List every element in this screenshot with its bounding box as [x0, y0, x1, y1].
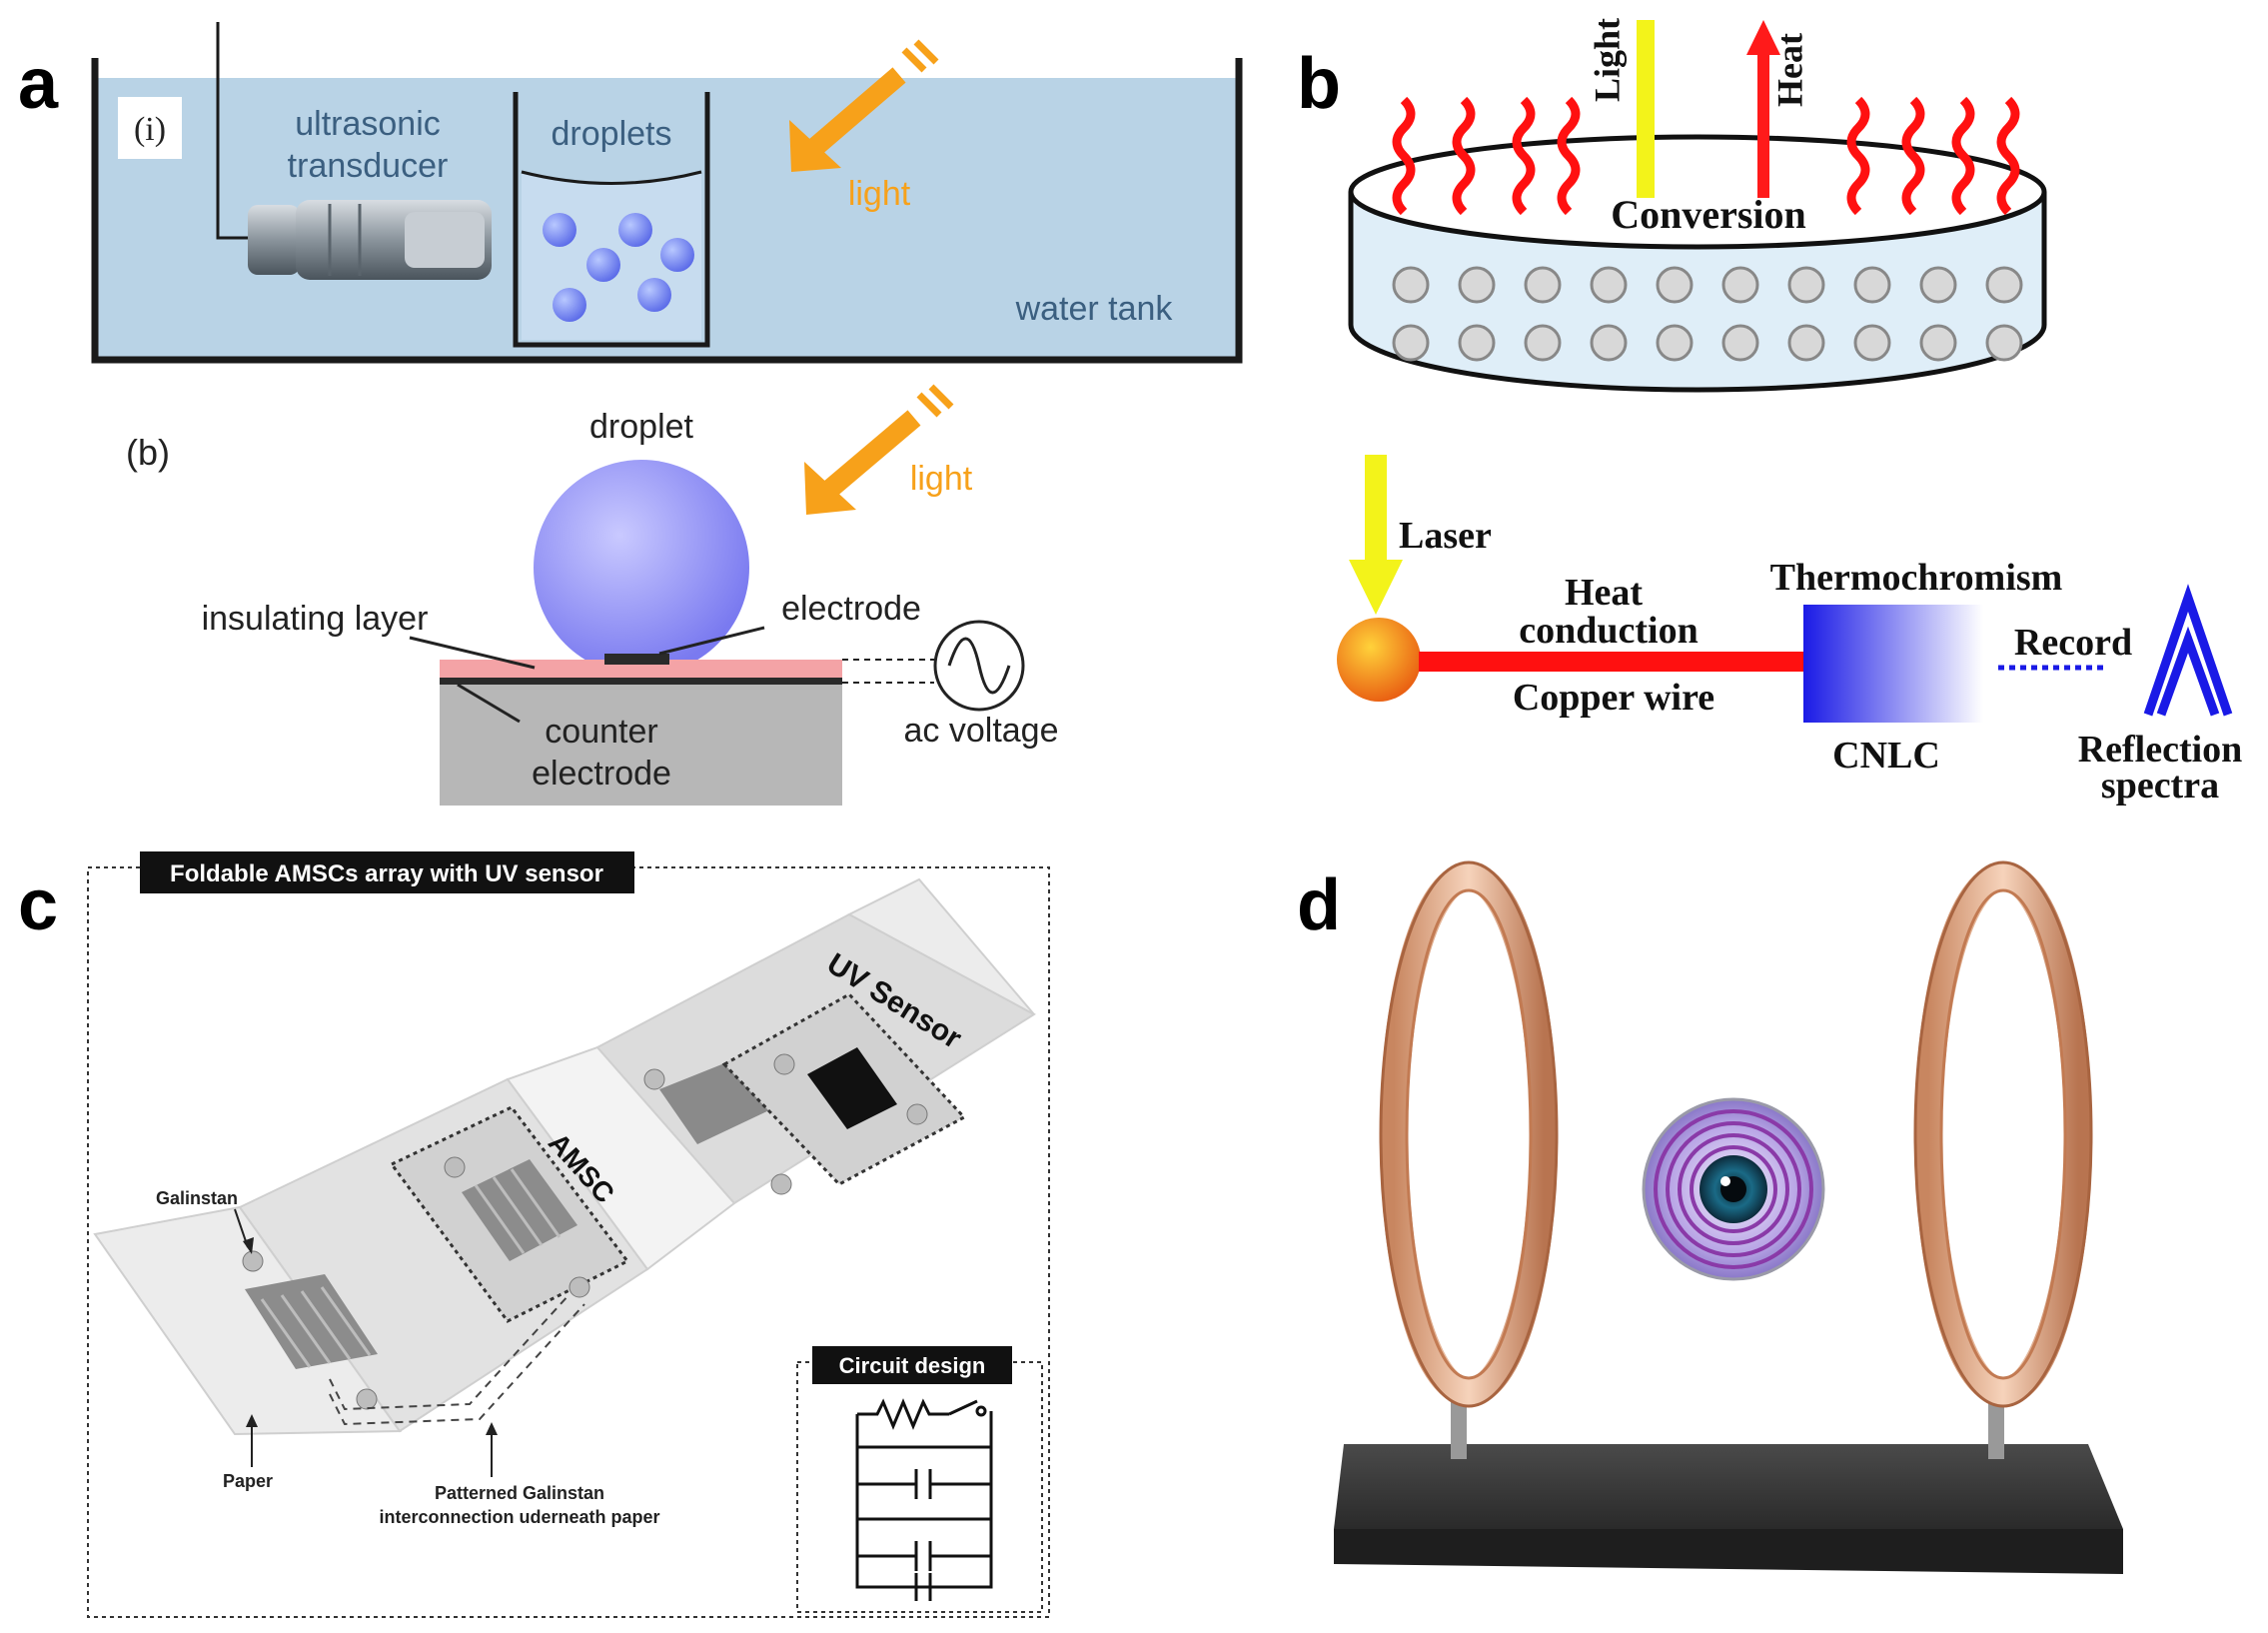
reflection-label-2: spectra [2101, 765, 2219, 807]
counter-electrode-label-2: electrode [532, 755, 671, 793]
galinstan-arrowhead [243, 1237, 254, 1254]
heat-arrow-shaft [1757, 50, 1769, 198]
panel-letter-c: c [18, 865, 58, 945]
insulating-layer-label: insulating layer [202, 600, 429, 638]
sine-wave-icon [947, 637, 1011, 695]
sub-label-box [118, 97, 182, 159]
paper-label: Paper [223, 1471, 273, 1491]
electrode-label: electrode [781, 590, 921, 628]
laser-arrow-head [1349, 560, 1403, 615]
amsc-first [242, 1250, 378, 1410]
coil-ring-right-icon [1913, 860, 2093, 1408]
laser-label: Laser [1399, 515, 1492, 557]
light-arrow-icon-2 [804, 384, 954, 515]
cnlc-block [1803, 605, 1983, 723]
droplet-label: droplet [589, 408, 694, 446]
heat-conduction-label-2: conduction [1519, 610, 1698, 652]
galinstan-label: Galinstan [156, 1188, 238, 1208]
counter-pointer [457, 683, 521, 724]
transducer-label-2: transducer [288, 147, 449, 185]
insulating-pointer [409, 636, 536, 670]
counter-electrode-layer [440, 678, 842, 685]
paper-arrowhead [246, 1414, 258, 1427]
transducer-cable [216, 22, 262, 240]
title-box [140, 851, 634, 893]
panel-letter-a: a [18, 44, 59, 124]
light-label-2: light [910, 460, 973, 498]
nanoparticles [1392, 266, 2023, 362]
circuit-frame [796, 1361, 1043, 1613]
thermochromism-label: Thermochromism [1770, 557, 2063, 599]
panel-a: a (i) ultrasonic transducer droplets [18, 22, 1243, 806]
mid-contact-2 [770, 1173, 792, 1195]
interconnect-label-2: interconnection uderneath paper [379, 1507, 659, 1527]
record-label: Record [2014, 622, 2132, 664]
ac-voltage-label: ac voltage [904, 712, 1059, 750]
circuit-schematic-icon [855, 1398, 993, 1601]
ultrasonic-transducer-icon [248, 200, 492, 280]
panel-c-title: Foldable AMSCs array with UV sensor [170, 860, 603, 887]
smart-contact-lens-icon [1642, 1097, 1825, 1281]
sub-label-b: (b) [126, 432, 170, 473]
heat-conduction-label-1: Heat [1565, 572, 1643, 614]
droplets-label: droplets [552, 115, 672, 153]
light-vertical-label: Light [1587, 18, 1627, 102]
panel-letter-d: d [1297, 865, 1341, 945]
substrate [440, 680, 842, 806]
panel-c: c Foldable AMSCs array with UV sensor [18, 851, 1050, 1618]
counter-electrode-label-1: counter [545, 713, 657, 751]
interconnect-label-1: Patterned Galinstan [435, 1483, 604, 1503]
water-tank-label: water tank [1015, 290, 1174, 328]
electrode-strip [604, 654, 669, 665]
insulating-layer [440, 660, 842, 678]
heated-ball [1337, 618, 1421, 702]
mid-contact-1 [643, 1068, 665, 1090]
laser-beam [1365, 455, 1387, 565]
galinstan-interconnect [329, 1293, 585, 1426]
panel-letter-b: b [1297, 44, 1341, 124]
heat-arrow-head [1746, 20, 1780, 55]
panel-b: b [1297, 18, 2242, 807]
light-beam [1637, 20, 1655, 198]
uv-sensor [721, 992, 967, 1186]
reflection-spectra-icon [2143, 584, 2233, 717]
transducer-label-1: ultrasonic [295, 105, 441, 143]
small-droplets [543, 213, 694, 322]
water-tank-wall [91, 58, 1243, 364]
copper-wire-label: Copper wire [1513, 677, 1714, 719]
interconnect-arrowhead [486, 1422, 498, 1435]
conversion-label: Conversion [1611, 192, 1806, 237]
heat-wave-icons [1392, 96, 2020, 216]
cnlc-label: CNLC [1832, 735, 1940, 777]
droplet-sphere [534, 460, 749, 676]
electrode-pointer [658, 626, 765, 656]
light-label: light [848, 175, 911, 213]
heat-vertical-label: Heat [1769, 33, 1809, 107]
base-platform [1334, 1444, 2123, 1574]
circuit-title-box [812, 1346, 1012, 1384]
circuit-design-label: Circuit design [839, 1353, 986, 1378]
copper-wire [1419, 652, 1808, 672]
amsc-second [389, 1105, 630, 1323]
coil-ring-left-icon [1379, 860, 1559, 1408]
panel-d: d [1297, 860, 2123, 1574]
sub-label-i: (i) [134, 111, 166, 148]
light-arrow-icon [789, 39, 939, 172]
reflection-label-1: Reflection [2078, 729, 2243, 771]
